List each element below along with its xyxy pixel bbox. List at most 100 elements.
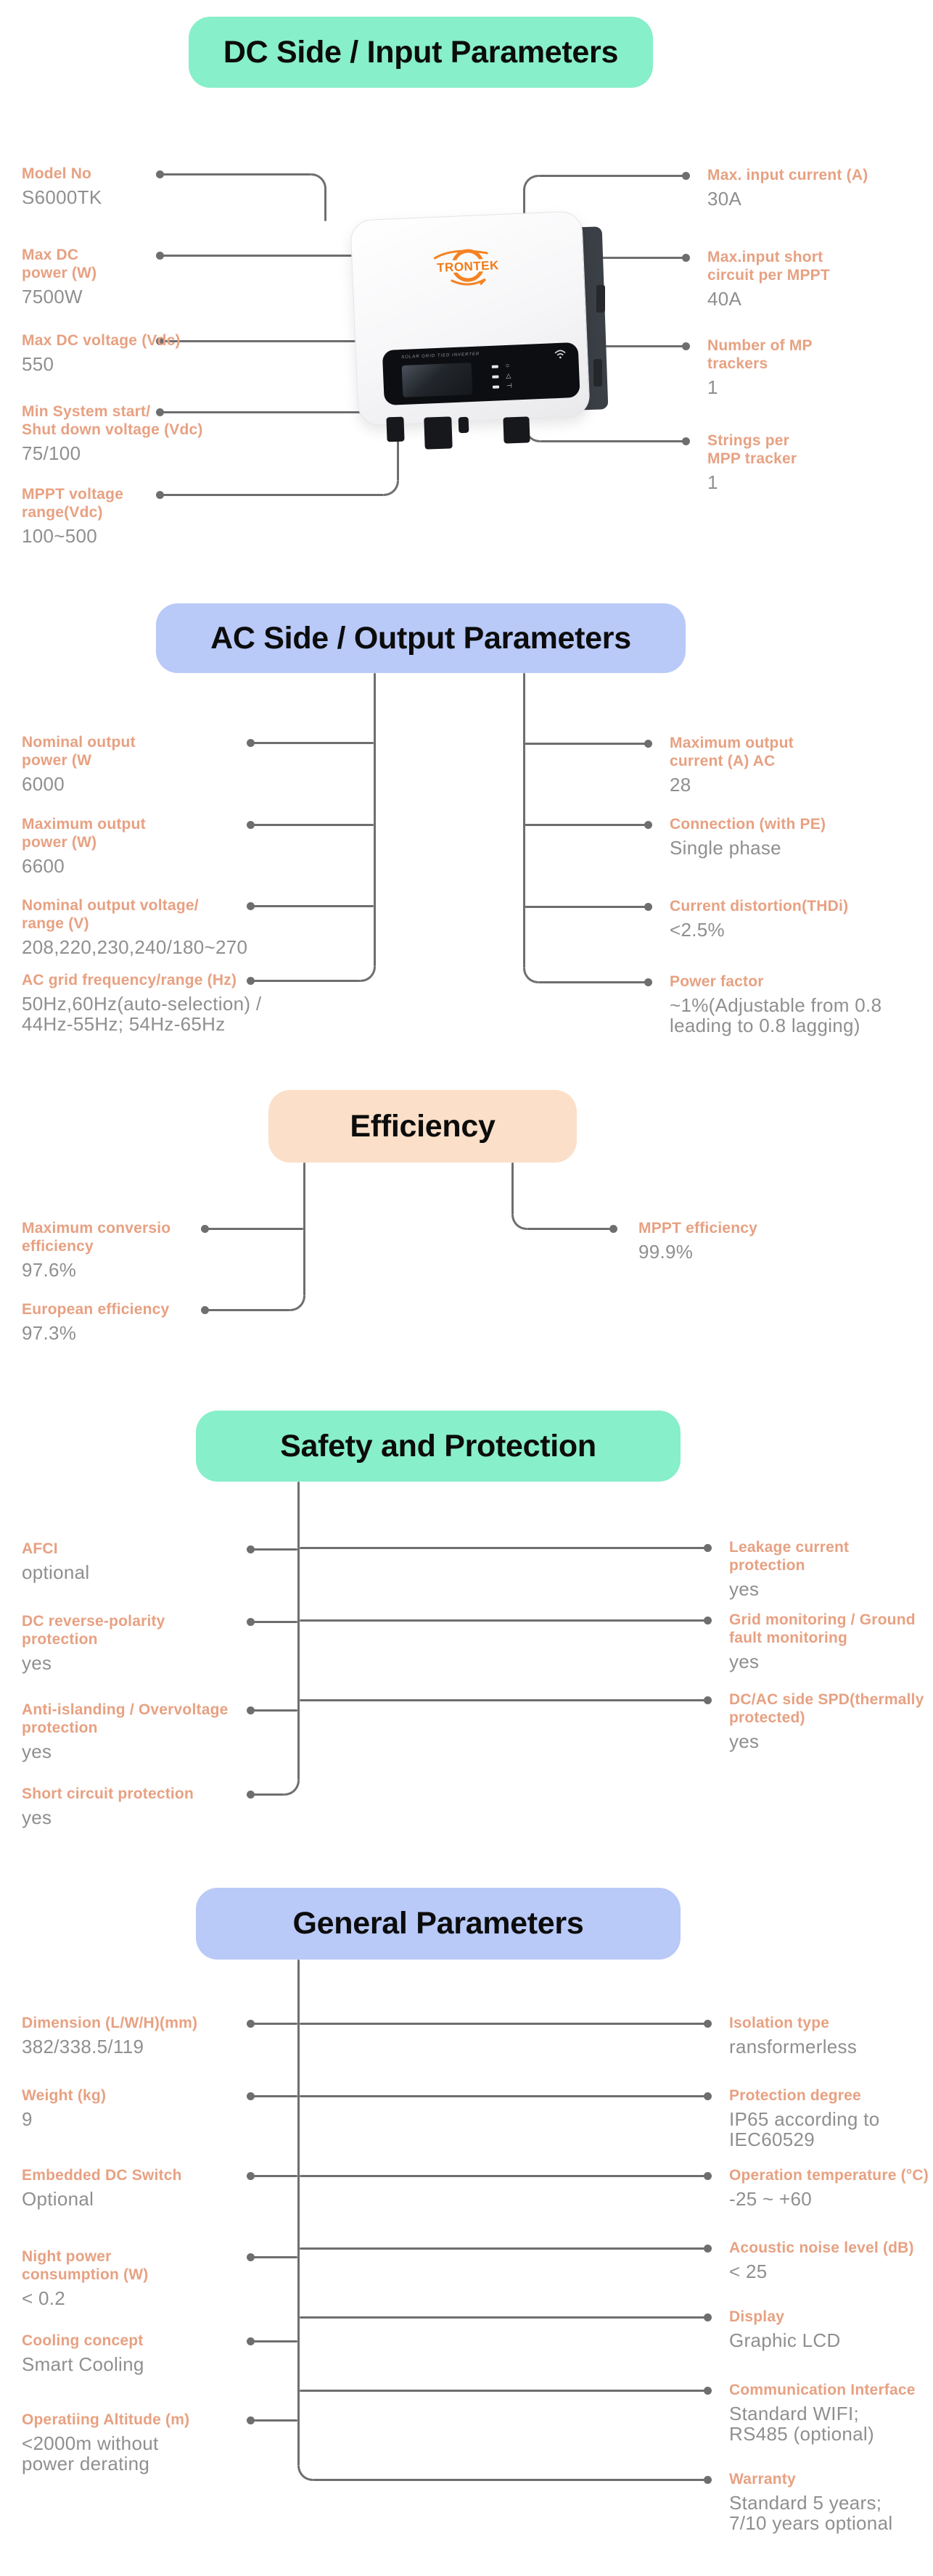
param-value: Graphic LCD (729, 2329, 841, 2351)
param-label: European efficiency (22, 1301, 170, 1318)
connector-corner (523, 968, 538, 983)
param-label: Number of MP trackers (707, 337, 813, 372)
param-item-general: Operation temperature (°C)-25 ~ +60 (729, 2166, 932, 2209)
panel-caption: SOLAR GRID TIED INVERTER (401, 352, 480, 360)
param-label: Protection degree (729, 2087, 861, 2104)
param-label: MPPT voltage range(Vdc) (22, 486, 124, 521)
led-bar-icon (491, 364, 498, 368)
antenna-stub (458, 416, 469, 434)
param-label: Max DC power (W) (22, 247, 97, 281)
param-label: Model No (22, 165, 92, 182)
param-value: yes (22, 1807, 52, 1828)
connector-dot (247, 2253, 255, 2261)
param-label: Max.input short circuit per MPPT (707, 249, 830, 284)
param-item-general: Operatiing Altitude (m)<2000m without po… (22, 2411, 312, 2474)
param-value: 50Hz,60Hz(auto-selection) / 44Hz-55Hz; 5… (22, 993, 262, 1035)
inverter-front-face: TRONTEK SOLAR GRID TIED INVERTER ○ △ ⊣ (350, 210, 591, 426)
section-title: Efficiency (350, 1108, 496, 1144)
param-value: 7500W (22, 286, 83, 307)
connector-line (564, 345, 686, 347)
param-label: DC/AC side SPD(thermally protected) (729, 1691, 924, 1726)
param-label: Warranty (729, 2471, 796, 2488)
param-value: 6000 (22, 773, 65, 795)
connector-dot (682, 254, 690, 262)
param-label: Night power consumption (W) (22, 2248, 149, 2283)
param-label: AFCI (22, 1540, 58, 1557)
led-indicator-row: ⊣ (492, 382, 512, 390)
connector-dot (247, 1706, 255, 1714)
connector-corner (384, 481, 399, 496)
param-value: 97.6% (22, 1259, 77, 1281)
param-value: 99.9% (638, 1241, 694, 1263)
connector-dot (704, 2313, 712, 2321)
param-item-dc: Max DC voltage (Vdc)550 (22, 331, 312, 374)
inverter-mount-tab (596, 285, 605, 313)
param-label: Power factor (670, 973, 764, 990)
connector-line (205, 1309, 290, 1311)
connector-line (297, 1960, 300, 2466)
connector-line (250, 980, 361, 982)
connector-dot (682, 342, 690, 350)
param-item-dc: Model No S6000TK (22, 165, 312, 207)
connector-line (538, 175, 686, 177)
param-label: Dimension (L/W/H)(mm) (22, 2015, 198, 2031)
connector-dot (704, 2172, 712, 2180)
connector-dot (247, 977, 255, 985)
connector-line (250, 824, 374, 826)
param-value: S6000TK (22, 186, 102, 208)
connector-line (160, 255, 357, 257)
connector-line (205, 1228, 303, 1230)
connector-dot (704, 1544, 712, 1552)
connector-line (540, 440, 686, 442)
param-label: Maximum output power (W) (22, 816, 146, 851)
param-label: AC grid frequency/range (Hz) (22, 972, 237, 988)
connector-dot (704, 2245, 712, 2253)
param-label: Cooling concept (22, 2332, 144, 2349)
connector-line (300, 2390, 707, 2392)
param-label: Communication Interface (729, 2382, 916, 2398)
section-header-dc: DC Side / Input Parameters (189, 17, 653, 88)
param-value: yes (729, 1730, 760, 1752)
connector-line (303, 1163, 305, 1296)
connector-dot (682, 437, 690, 445)
param-value: Single phase (670, 837, 781, 859)
connector-line (324, 186, 326, 221)
param-label: MPPT efficiency (638, 1220, 758, 1237)
param-value: Smart Cooling (22, 2353, 144, 2375)
connector-line (523, 188, 525, 220)
connector-line (374, 673, 376, 967)
param-value: 550 (22, 353, 54, 375)
param-value: ransformerless (729, 2036, 858, 2057)
connector-line (250, 2419, 297, 2422)
dc-connector-stub (386, 416, 405, 442)
param-item-ac: Nominal output voltage/ range (V)208,220… (22, 896, 312, 957)
connector-dot (704, 1696, 712, 1704)
param-item-general: Night power consumption (W)< 0.2 (22, 2247, 312, 2308)
connector-line (313, 2479, 707, 2481)
param-value: IP65 according to IEC60529 (729, 2108, 880, 2150)
param-item-ac: Current distortion(THDi)<2.5% (670, 897, 902, 940)
param-item-general: Acoustic noise level (dB)< 25 (729, 2239, 932, 2282)
connector-line (523, 906, 648, 908)
connector-dot (704, 2476, 712, 2484)
param-value: -25 ~ +60 (729, 2188, 813, 2210)
connector-dot (704, 1617, 712, 1625)
connector-dot (704, 2092, 712, 2100)
param-item-ac: Power factor~1%(Adjustable from 0.8 lead… (670, 973, 902, 1036)
connector-dot (156, 408, 164, 416)
trontek-logo: TRONTEK (420, 246, 517, 300)
connector-line (300, 2247, 707, 2250)
param-label: DC reverse-polarity protection (22, 1613, 165, 1648)
power-status-icon: ○ (505, 361, 510, 370)
param-value: 1 (707, 471, 718, 493)
param-label: Anti-islanding / Overvoltage protection (22, 1701, 229, 1736)
connector-dot (247, 902, 255, 910)
connector-dot (644, 740, 652, 748)
